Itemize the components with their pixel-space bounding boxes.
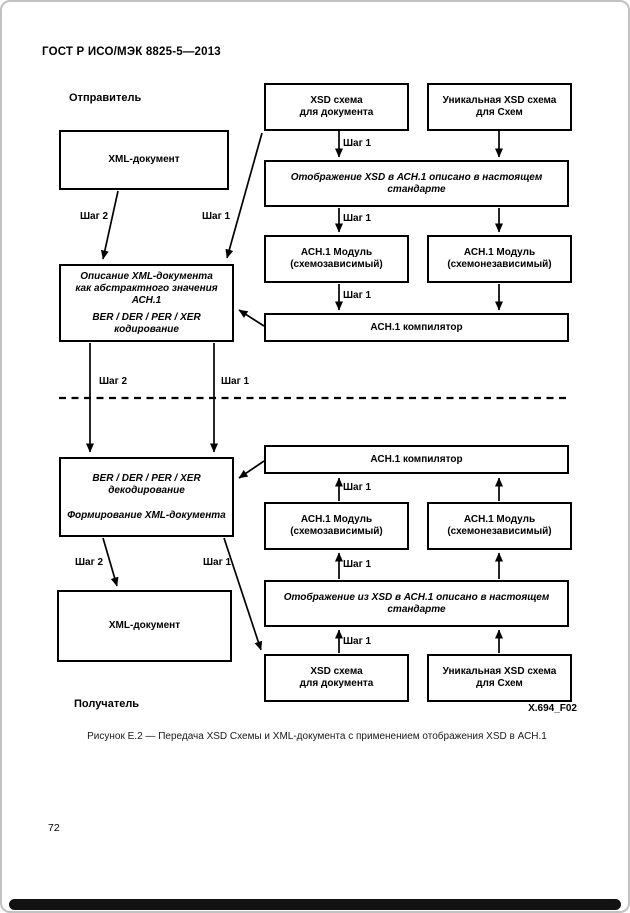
box-asn1-module-schema-dependent-sender: АСН.1 Модуль (схемозависимый) <box>264 235 409 283</box>
box-text: для Схем <box>476 678 523 689</box>
box-text: АСН.1 Модуль <box>300 247 373 258</box>
step-label: Шаг 1 <box>202 211 231 222</box>
step-label: Шаг 1 <box>343 559 372 570</box>
standard-header: ГОСТ Р ИСО/МЭК 8825-5—2013 <box>42 46 221 58</box>
box-asn1-module-schema-independent-receiver: АСН.1 Модуль (схемонезависимый) <box>427 502 572 550</box>
box-xsd-schema-document-sender: XSD схема для документа <box>264 83 409 131</box>
step-label: Шаг 1 <box>221 376 250 387</box>
box-text: АСН.1 компилятор <box>370 453 463 465</box>
box-asn1-compiler-sender: АСН.1 компилятор <box>264 313 569 342</box>
page-number: 72 <box>48 822 60 834</box>
box-text: Описание XML-документа <box>80 270 213 282</box>
box-text: Отображение XSD в АСН.1 описано в настоя… <box>290 171 543 183</box>
figure-code: X.694_F02 <box>528 703 577 714</box>
box-text: стандарте <box>387 603 446 615</box>
box-text: XML-документ <box>108 620 181 631</box>
step-label: Шаг 1 <box>343 138 372 149</box>
step-label: Шаг 1 <box>343 482 372 493</box>
box-text: XML-документ <box>108 154 180 165</box>
box-description-encoding: Описание XML-документа как абстрактного … <box>59 264 234 342</box>
box-asn1-module-schema-independent-sender: АСН.1 Модуль (схемонезависимый) <box>427 235 572 283</box>
box-text: для документа <box>299 107 374 118</box>
box-asn1-module-schema-dependent-receiver: АСН.1 Модуль (схемозависимый) <box>264 502 409 550</box>
step-label: Шаг 1 <box>343 213 372 224</box>
box-text: BER / DER / PER / XER <box>92 472 201 484</box>
sender-label: Отправитель <box>69 92 142 104</box>
box-text: (схемозависимый) <box>290 526 383 537</box>
box-mapping-xsd-to-asn1-receiver: Отображение из XSD в АСН.1 описано в нас… <box>264 580 569 627</box>
page-bottom-edge <box>9 899 621 910</box>
box-text: стандарте <box>387 183 446 195</box>
box-text: Уникальная XSD схема <box>442 95 557 106</box>
box-text: BER / DER / PER / XER кодирование <box>92 311 201 335</box>
step-label: Шаг 1 <box>343 290 372 301</box>
box-xml-document-receiver: XML-документ <box>57 590 232 662</box>
box-unique-xsd-schema-receiver: Уникальная XSD схема для Схем <box>427 654 572 702</box>
box-text: АСН.1 Модуль <box>463 514 536 525</box>
box-asn1-compiler-receiver: АСН.1 компилятор <box>264 445 569 474</box>
receiver-label: Получатель <box>74 698 140 710</box>
box-text: Формирование XML-документа <box>67 509 226 521</box>
step-label: Шаг 1 <box>203 557 232 568</box>
box-mapping-xsd-to-asn1-sender: Отображение XSD в АСН.1 описано в настоя… <box>264 160 569 207</box>
box-text: Уникальная XSD схема <box>442 666 557 677</box>
box-text: (схемонезависимый) <box>447 259 552 270</box>
box-unique-xsd-schema-sender: Уникальная XSD схема для Схем <box>427 83 572 131</box>
box-text: Отображение из XSD в АСН.1 описано в нас… <box>283 591 550 603</box>
box-text: (схемонезависимый) <box>447 526 552 537</box>
step-label: Шаг 1 <box>343 636 372 647</box>
box-text: как абстрактного значения АСН.1 <box>75 282 218 306</box>
step-label: Шаг 2 <box>99 376 128 387</box>
box-text: XSD схема <box>310 666 363 677</box>
box-text: (схемозависимый) <box>290 259 383 270</box>
box-text: для документа <box>299 678 374 689</box>
box-text: декодирование <box>108 484 185 496</box>
box-text: XSD схема <box>310 95 363 106</box>
box-xml-document-sender: XML-документ <box>59 130 229 190</box>
step-label: Шаг 2 <box>80 211 109 222</box>
box-xsd-schema-document-receiver: XSD схема для документа <box>264 654 409 702</box>
box-decoding-xml-forming: BER / DER / PER / XER декодирование Форм… <box>59 457 234 537</box>
step-label: Шаг 2 <box>75 557 104 568</box>
box-text: АСН.1 компилятор <box>370 321 463 333</box>
box-text: АСН.1 Модуль <box>300 514 373 525</box>
box-text: АСН.1 Модуль <box>463 247 536 258</box>
box-text: для Схем <box>476 107 523 118</box>
figure-caption: Рисунок Е.2 — Передача XSD Схемы и XML-д… <box>87 731 547 742</box>
